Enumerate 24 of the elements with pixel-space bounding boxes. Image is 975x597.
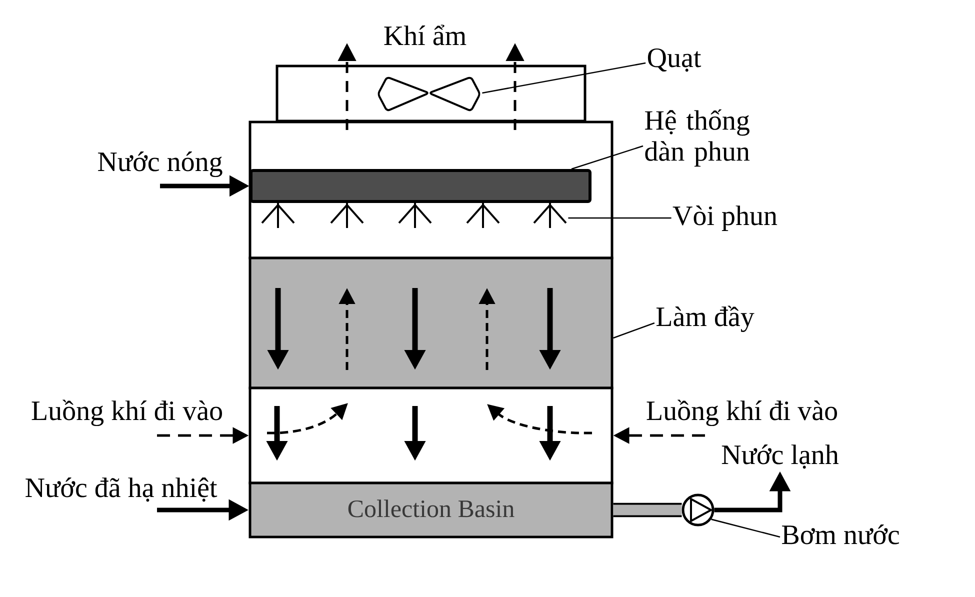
label: Quạt bbox=[648, 48, 702, 72]
fan-symbol bbox=[378, 76, 480, 112]
pump-symbol bbox=[682, 494, 714, 526]
label: Hệ thống dàn phun bbox=[645, 109, 750, 167]
collection-basin: Collection Basin bbox=[248, 482, 614, 538]
fill-section bbox=[248, 256, 614, 390]
label: Nước đã hạ nhiệt bbox=[26, 478, 218, 502]
air-inlet-section bbox=[248, 386, 614, 484]
leader-line bbox=[568, 217, 672, 219]
leader-line bbox=[613, 322, 655, 339]
fan-housing bbox=[276, 64, 586, 122]
label: Làm đầy bbox=[656, 306, 754, 332]
label: Vòi phun bbox=[672, 206, 778, 231]
label: Khí ẩm bbox=[384, 24, 466, 46]
label: Nước lạnh bbox=[722, 444, 839, 469]
leader-line bbox=[482, 62, 646, 94]
leader-line bbox=[711, 518, 780, 538]
label: Luồng khí đi vào bbox=[646, 400, 837, 426]
label: Nước nóng bbox=[98, 152, 222, 178]
spray-bar bbox=[250, 169, 592, 203]
leader-line bbox=[571, 145, 644, 170]
pipe bbox=[613, 502, 682, 518]
label: Luồng khí đi vào bbox=[32, 400, 222, 426]
label: Bơm nước bbox=[782, 524, 900, 544]
